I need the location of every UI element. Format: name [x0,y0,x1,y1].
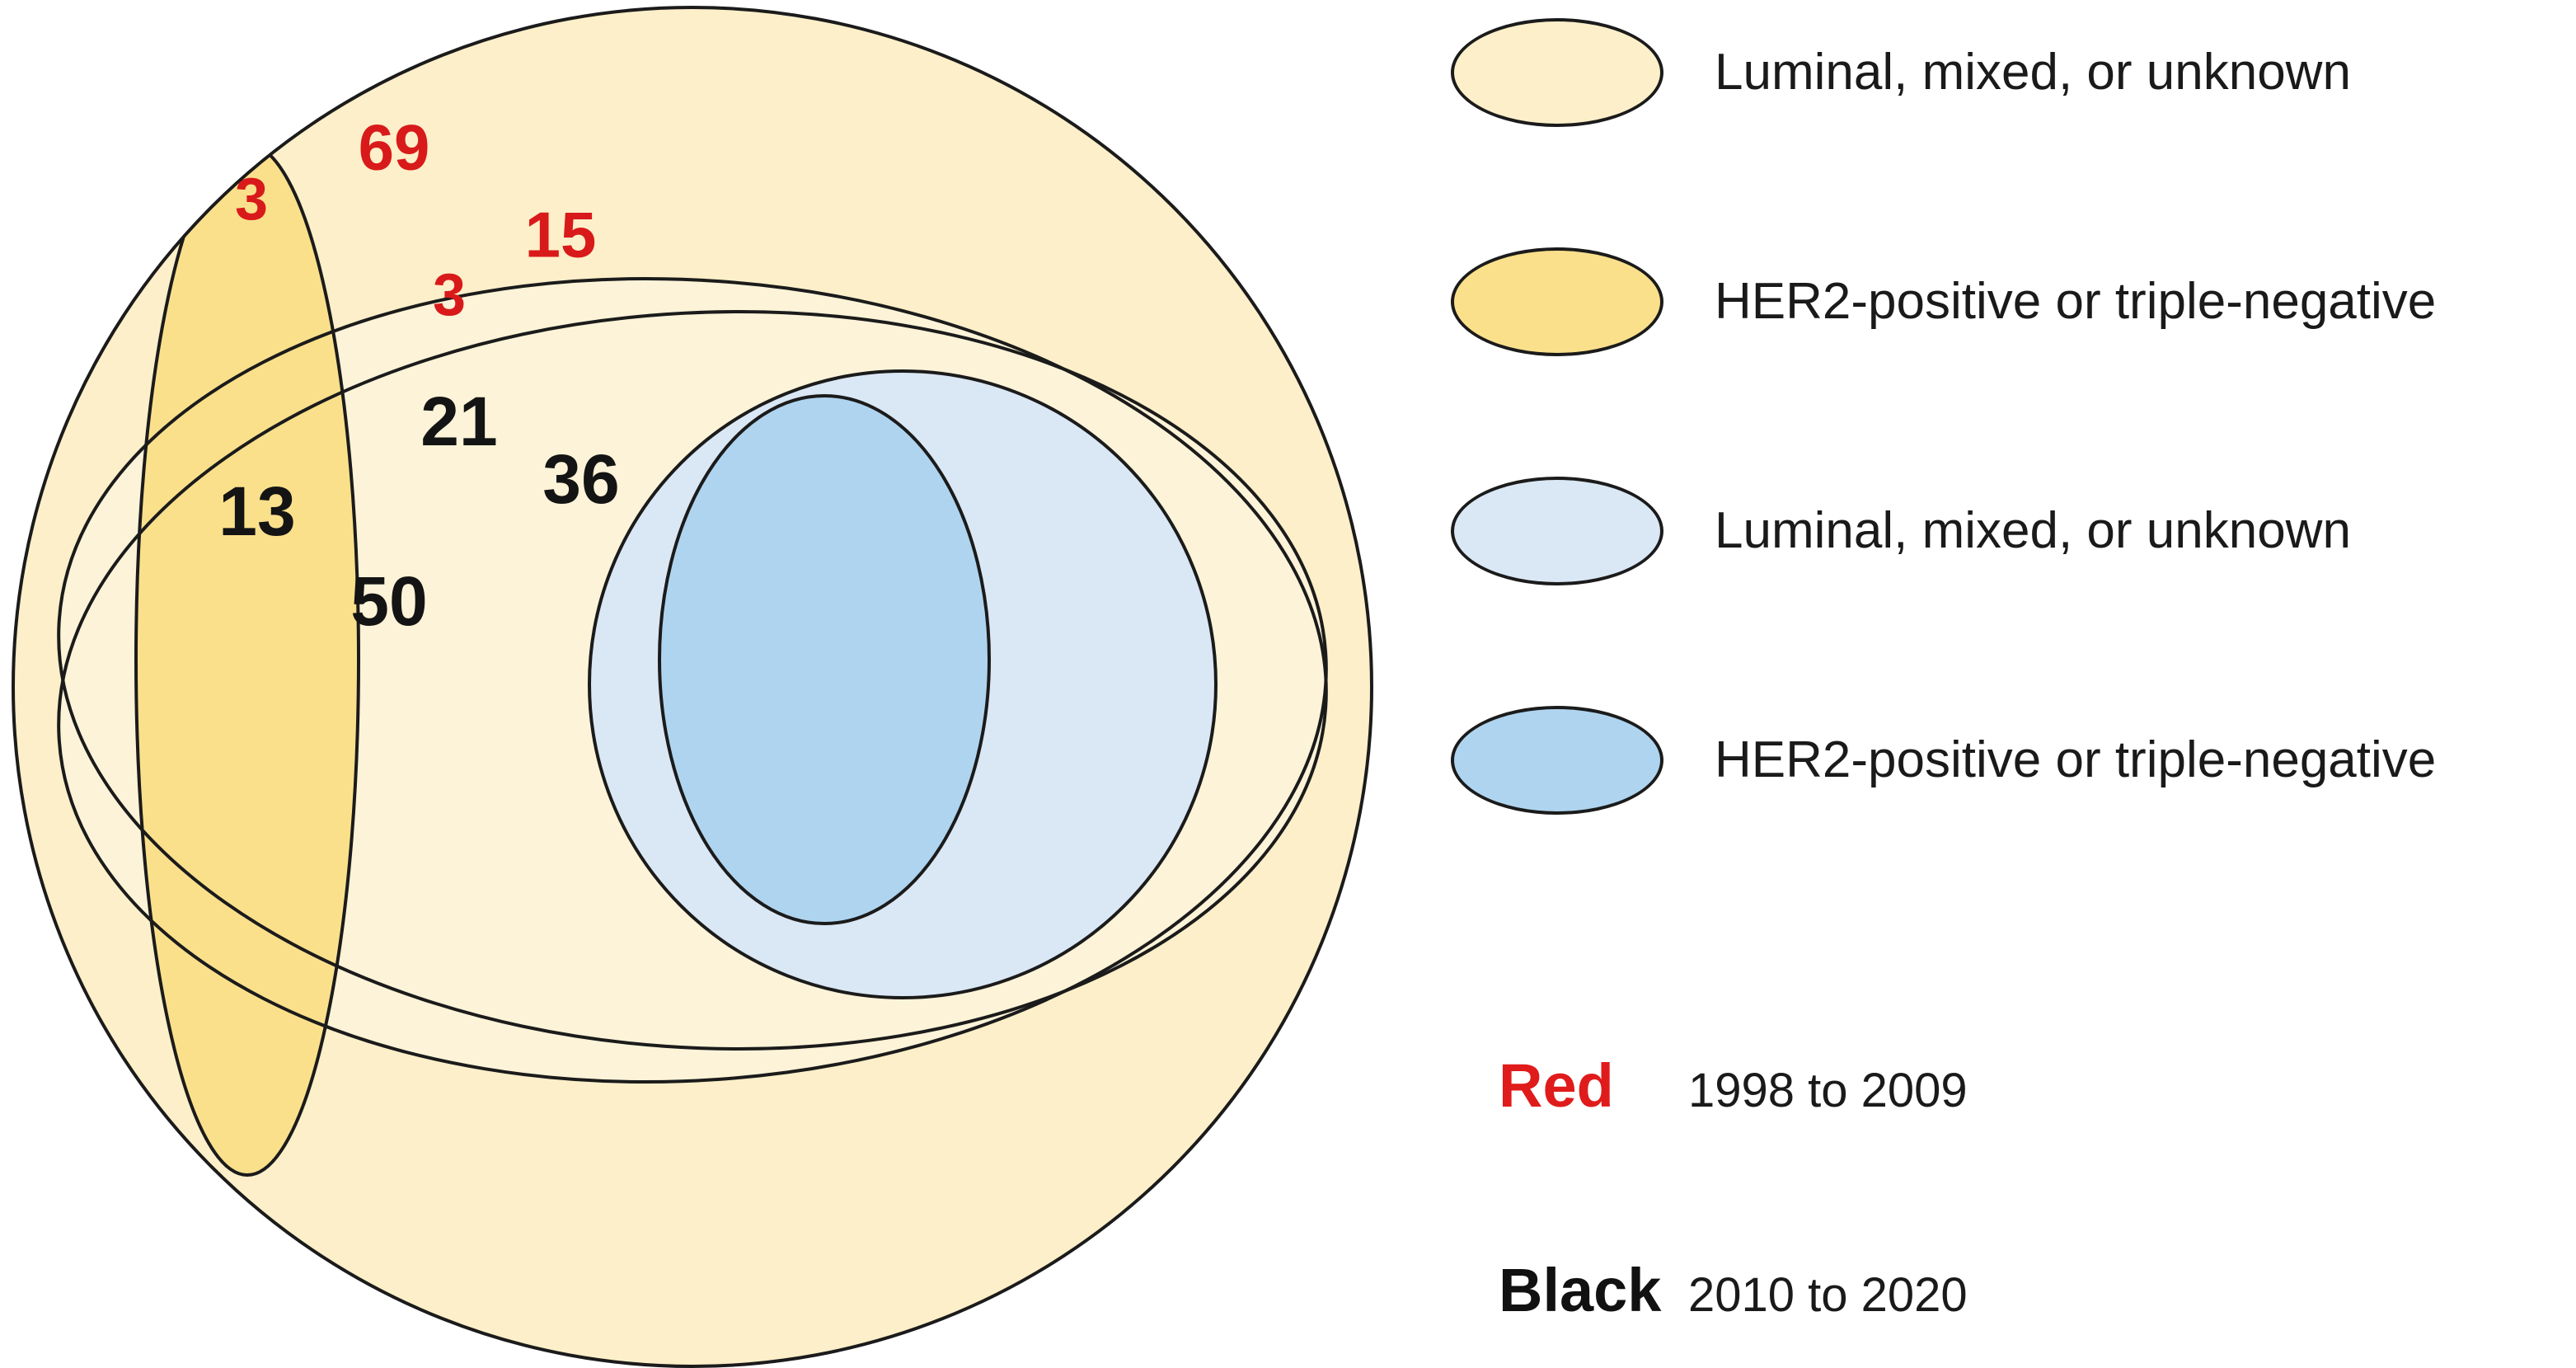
legend-swatch-yellow [1451,247,1663,356]
color-key-black-period: 2010 to 2020 [1688,1268,1968,1322]
legend-label-0: Luminal, mixed, or unknown [1715,44,2351,101]
venn-count-yellow-bottom: 13 [218,472,295,550]
venn-canvas: 69 3 15 3 21 36 13 50 [12,6,1373,1368]
legend-label-2: Luminal, mixed, or unknown [1715,502,2351,559]
color-key-red-row: Red 1998 to 2009 [1499,1055,1968,1116]
venn-count-yellow-top: 3 [235,167,268,233]
legend-label-1: HER2-positive or triple-negative [1715,273,2437,330]
legend-item-2: Luminal, mixed, or unknown [1451,477,2351,585]
light-blue-circle-outline [588,369,1218,999]
venn-count-darkblue-top: 3 [433,262,466,328]
venn-count-lightblue-bottom: 36 [542,440,619,518]
venn-diagram-panel: 69 3 15 3 21 36 13 50 [12,6,1373,1368]
legend-swatch-mid-blue [1451,706,1663,815]
bottom-lens-outline [57,277,1328,1051]
legend-item-3: HER2-positive or triple-negative [1451,706,2436,815]
venn-count-outer-top: 69 [359,111,430,184]
venn-count-outer-bottom: 50 [350,562,427,640]
color-key-black: Black [1499,1256,1662,1324]
color-key-black-row: Black 2010 to 2020 [1499,1260,1968,1321]
legend-label-3: HER2-positive or triple-negative [1715,731,2437,788]
legend-swatch-light-blue [1451,477,1663,585]
yellow-vertical-ellipse [136,144,359,1175]
legend-swatch-cream [1451,18,1663,127]
color-key-red: Red [1499,1051,1614,1120]
legend-panel: Luminal, mixed, or unknown HER2-positive… [1451,0,2576,1368]
outer-circle-outline [12,6,1373,1368]
venn-count-lightblue-top: 15 [525,199,597,271]
color-key-red-period: 1998 to 2009 [1688,1064,1968,1117]
legend-item-0: Luminal, mixed, or unknown [1451,18,2351,127]
venn-count-darkblue-bottom: 21 [420,383,497,460]
mid-blue-ellipse-outline [658,394,991,925]
legend-item-1: HER2-positive or triple-negative [1451,247,2436,356]
top-lens-outline [57,310,1328,1084]
mid-blue-inner-ellipse [659,396,989,924]
